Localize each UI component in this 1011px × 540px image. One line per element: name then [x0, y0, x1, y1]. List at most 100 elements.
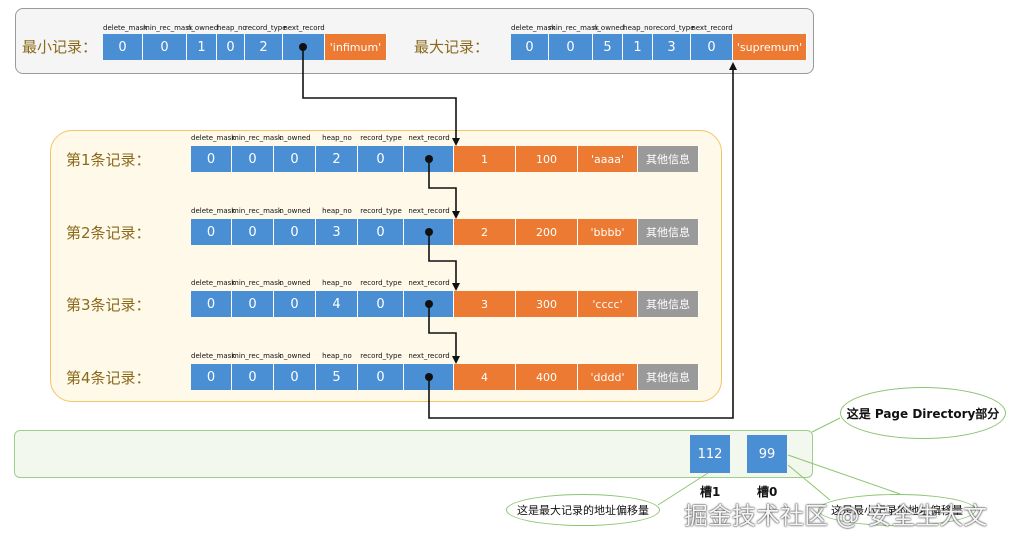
other-info-cell: 其他信息 — [638, 219, 699, 245]
next-record-cell — [404, 364, 454, 390]
field-header: next_record — [408, 279, 450, 287]
field-header: heap_no — [322, 352, 352, 360]
record-data-cell: 300 — [516, 291, 578, 317]
max-offset-callout: 这是最大记录的地址偏移量 — [506, 494, 660, 526]
next-record-cell: 0 — [691, 34, 733, 60]
record-data-cell: 100 — [516, 146, 578, 172]
field-cell: 0 — [232, 291, 274, 317]
max-record-label: 最大记录： — [414, 38, 490, 56]
field-header: delete_mask — [191, 352, 236, 360]
field-header: delete_mask — [103, 24, 148, 32]
supremum-data-cell: 'supremum' — [733, 34, 807, 60]
field-header: n_owned — [187, 24, 219, 32]
n-owned-cell: 5 — [593, 34, 623, 60]
field-header: heap_no — [322, 279, 352, 287]
field-header: min_rec_mask — [232, 134, 282, 142]
slot-0-box: 99 — [747, 435, 787, 473]
field-header: heap_no — [623, 24, 653, 32]
field-header: heap_no — [322, 134, 352, 142]
field-header: next_record — [408, 134, 450, 142]
delete-mask-cell: 0 — [103, 34, 143, 60]
field-cell: 0 — [274, 291, 316, 317]
record-data-cell: 200 — [516, 219, 578, 245]
field-header: n_owned — [279, 207, 311, 215]
page-directory-callout: 这是 Page Directory部分 — [840, 387, 1006, 439]
field-header: min_rec_mask — [143, 24, 193, 32]
field-header: delete_mask — [191, 279, 236, 287]
n-owned-cell: 1 — [187, 34, 217, 60]
field-header: delete_mask — [191, 134, 236, 142]
field-cell: 0 — [358, 364, 404, 390]
field-header: record_type — [360, 134, 402, 142]
delete-mask-cell: 0 — [511, 34, 549, 60]
infimum-data-cell: 'infimum' — [325, 34, 387, 60]
field-cell: 0 — [232, 219, 274, 245]
slot-0-label: 槽0 — [757, 485, 778, 499]
record-data-cell: 400 — [516, 364, 578, 390]
field-header: next_record — [691, 24, 733, 32]
min-record-label: 最小记录： — [22, 38, 98, 56]
field-header: record_type — [360, 279, 402, 287]
field-header: min_rec_mask — [232, 279, 282, 287]
field-header: n_owned — [279, 352, 311, 360]
field-header: n_owned — [593, 24, 625, 32]
record-data-cell: 'aaaa' — [578, 146, 638, 172]
watermark: 掘金技术社区 @ 安全生大文 — [684, 502, 988, 530]
field-header: n_owned — [279, 279, 311, 287]
min-offset-callout: 这是最小记录的地址偏移量 — [818, 494, 976, 526]
min-rec-mask-cell: 0 — [549, 34, 593, 60]
record-data-cell: 3 — [454, 291, 516, 317]
field-cell: 0 — [274, 146, 316, 172]
field-header: delete_mask — [191, 207, 236, 215]
other-info-cell: 其他信息 — [638, 291, 699, 317]
next-record-cell — [404, 146, 454, 172]
record-label: 第4条记录： — [66, 369, 151, 387]
record-data-cell: 4 — [454, 364, 516, 390]
field-header: next_record — [408, 352, 450, 360]
field-cell: 0 — [274, 364, 316, 390]
next-record-cell — [404, 291, 454, 317]
min-rec-mask-cell: 0 — [143, 34, 187, 60]
field-cell: 0 — [191, 146, 232, 172]
field-cell: 0 — [232, 146, 274, 172]
page-directory-panel — [14, 430, 813, 478]
field-cell: 0 — [274, 219, 316, 245]
field-header: record_type — [360, 352, 402, 360]
record-data-cell: 'bbbb' — [578, 219, 638, 245]
record-data-cell: 2 — [454, 219, 516, 245]
next-record-cell — [404, 219, 454, 245]
field-cell: 0 — [358, 146, 404, 172]
field-header: min_rec_mask — [232, 207, 282, 215]
heap-no-cell: 1 — [623, 34, 653, 60]
field-header: next_record — [408, 207, 450, 215]
record-type-cell: 2 — [245, 34, 283, 60]
field-header: next_record — [283, 24, 325, 32]
field-cell: 0 — [232, 364, 274, 390]
other-info-cell: 其他信息 — [638, 364, 699, 390]
field-cell: 2 — [316, 146, 358, 172]
field-header: record_type — [653, 24, 695, 32]
record-data-cell: 1 — [454, 146, 516, 172]
field-cell: 3 — [316, 219, 358, 245]
next-record-cell — [283, 34, 325, 60]
field-header: heap_no — [322, 207, 352, 215]
field-header: heap_no — [217, 24, 247, 32]
field-cell: 5 — [316, 364, 358, 390]
callout-tail — [811, 417, 841, 433]
field-cell: 0 — [191, 291, 232, 317]
other-info-cell: 其他信息 — [638, 146, 699, 172]
field-header: min_rec_mask — [549, 24, 599, 32]
field-header: n_owned — [279, 134, 311, 142]
record-data-cell: 'dddd' — [578, 364, 638, 390]
field-header: record_type — [360, 207, 402, 215]
field-header: delete_mask — [511, 24, 556, 32]
slot-1-box: 112 — [690, 435, 730, 473]
record-label: 第2条记录： — [66, 224, 151, 242]
field-header: record_type — [245, 24, 287, 32]
field-cell: 0 — [358, 219, 404, 245]
record-type-cell: 3 — [653, 34, 691, 60]
record-label: 第3条记录： — [66, 296, 151, 314]
field-cell: 0 — [191, 364, 232, 390]
field-cell: 4 — [316, 291, 358, 317]
field-cell: 0 — [358, 291, 404, 317]
